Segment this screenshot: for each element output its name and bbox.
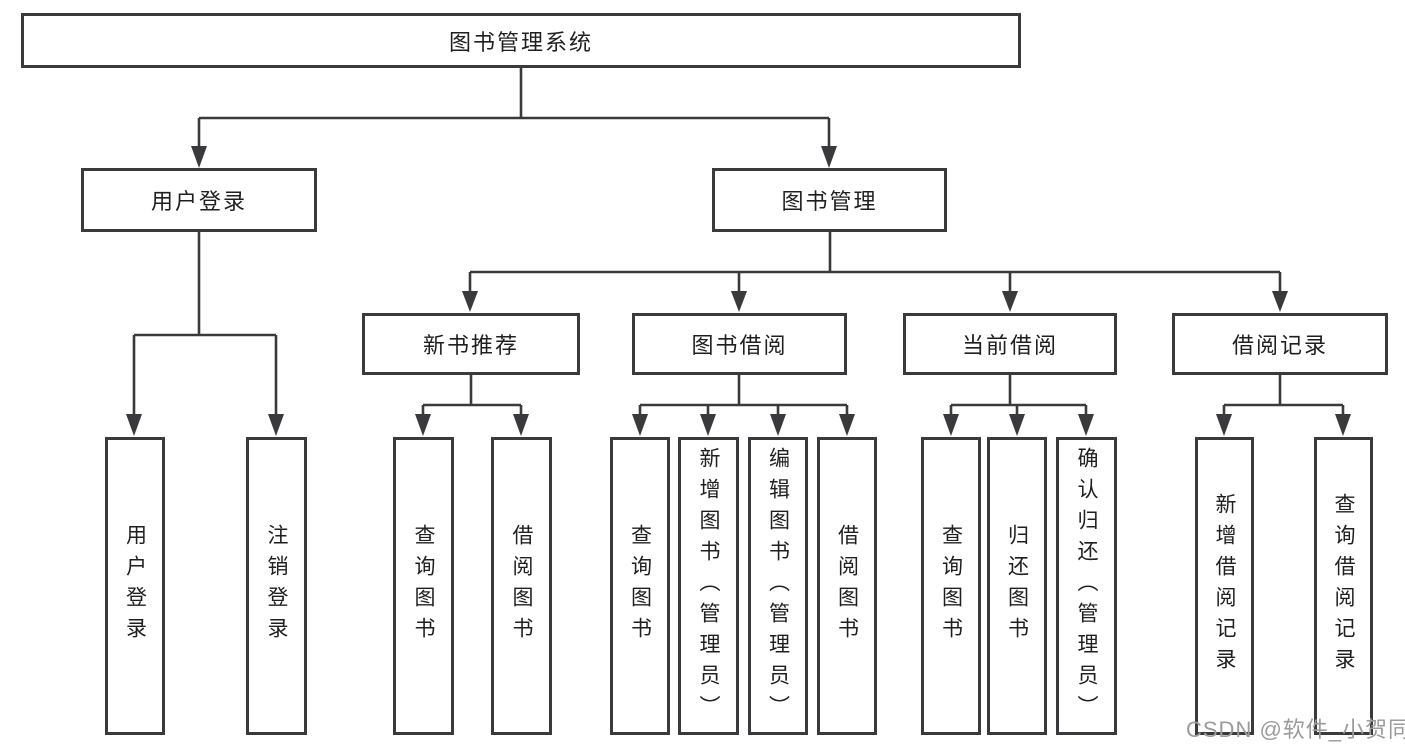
leaf-edit-book-admin: 编辑图书（管理员） xyxy=(748,437,808,735)
leaf-add-book-admin: 新增图书（管理员） xyxy=(678,437,739,735)
leaf-query-book-3: 查询图书 xyxy=(921,437,981,735)
node-user-login: 用户登录 xyxy=(81,168,317,232)
node-root: 图书管理系统 xyxy=(21,13,1021,68)
leaf-query-book-2: 查询图书 xyxy=(610,437,670,735)
leaf-user-login: 用户登录 xyxy=(105,437,165,735)
wire-current-borrow-children xyxy=(943,375,1094,436)
wire-user-login-children xyxy=(126,232,284,436)
leaf-borrow-book-2: 借阅图书 xyxy=(817,437,877,735)
wire-book-management-children xyxy=(462,232,1288,312)
leaf-confirm-return-admin: 确认归还（管理员） xyxy=(1056,437,1117,735)
node-current-borrow: 当前借阅 xyxy=(903,313,1117,375)
node-new-book-recommend: 新书推荐 xyxy=(362,313,580,375)
leaf-return-book: 归还图书 xyxy=(987,437,1047,735)
node-book-borrow: 图书借阅 xyxy=(632,313,847,375)
wire-book-borrow-children xyxy=(632,375,855,436)
leaf-add-borrow-record: 新增借阅记录 xyxy=(1195,437,1254,735)
wire-root-to-level2 xyxy=(191,68,837,168)
wire-borrow-records-children xyxy=(1216,375,1351,436)
node-borrow-records: 借阅记录 xyxy=(1172,313,1388,375)
leaf-borrow-book-1: 借阅图书 xyxy=(491,437,552,735)
leaf-query-borrow-record: 查询借阅记录 xyxy=(1314,437,1373,735)
node-book-management: 图书管理 xyxy=(712,168,947,232)
leaf-logout: 注销登录 xyxy=(246,437,307,735)
wire-new-book-recommend-children xyxy=(415,375,529,436)
leaf-query-book-1: 查询图书 xyxy=(393,437,454,735)
watermark: CSDN @软件_小贺同学 xyxy=(1186,717,1405,742)
